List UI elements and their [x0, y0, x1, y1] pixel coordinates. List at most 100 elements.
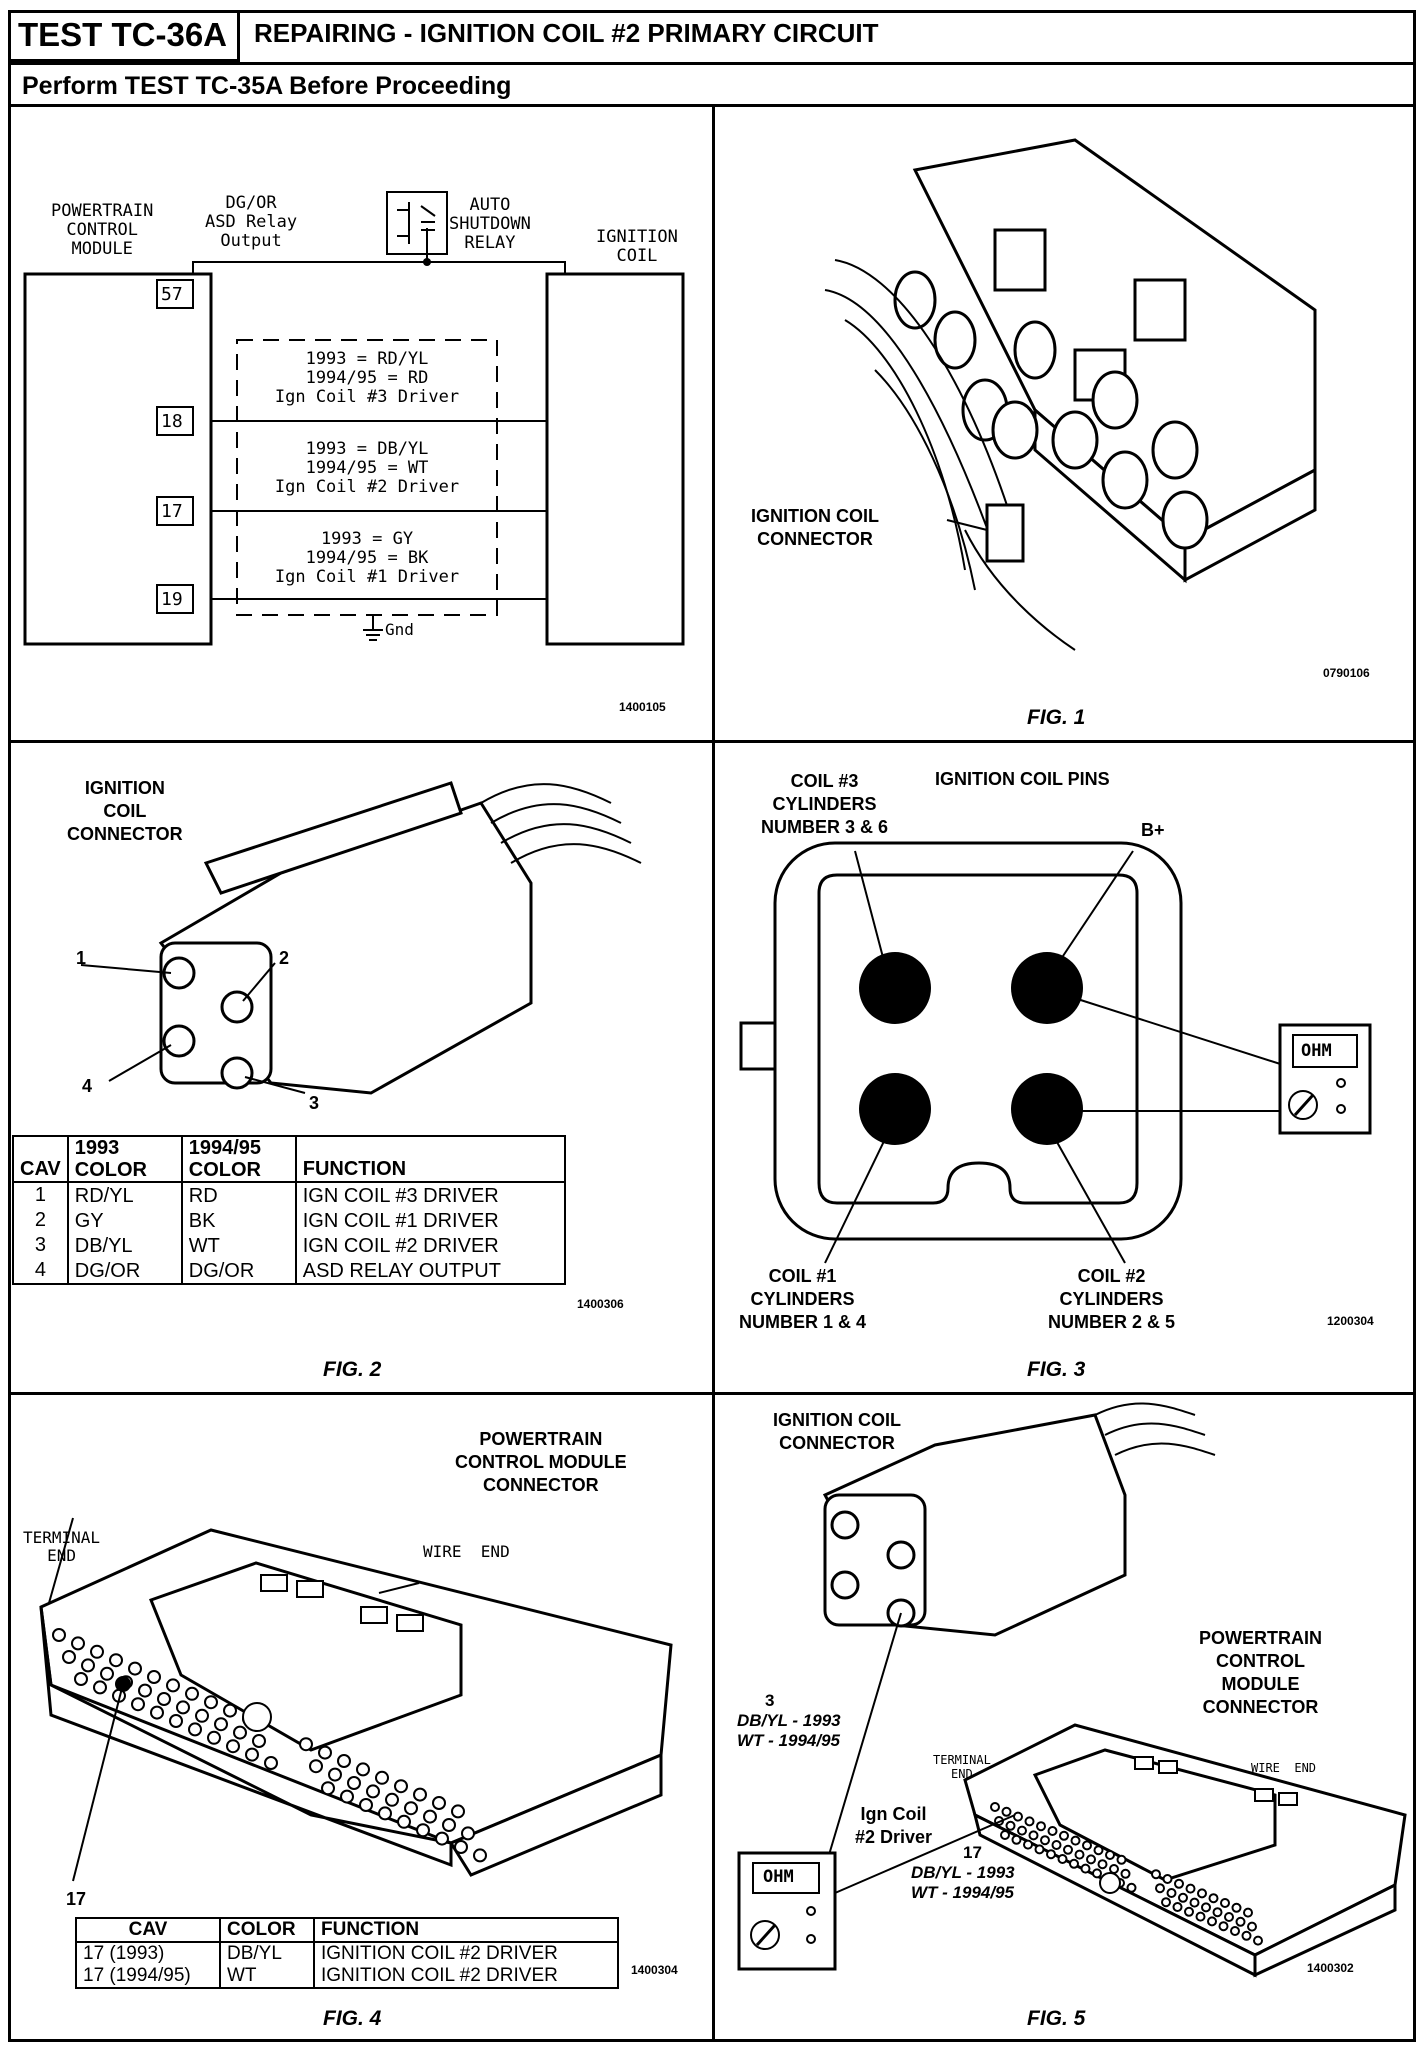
connector-cavity — [1000, 1830, 1010, 1840]
connector-cavity — [1059, 1830, 1069, 1841]
connector-cavity — [62, 1650, 76, 1664]
connector-cavity — [394, 1779, 408, 1794]
coil-connector-label: IGNITION COIL CONNECTOR — [773, 1410, 901, 1453]
connector-cavity — [328, 1767, 342, 1782]
connector-cavity — [74, 1672, 88, 1686]
connector-cavity — [356, 1762, 370, 1777]
connector-cavity — [1036, 1821, 1046, 1832]
pin-coil3 — [859, 952, 931, 1024]
fig4-panel: POWERTRAIN CONTROL MODULE CONNECTOR TERM… — [11, 1395, 711, 2040]
connector-cavity — [1105, 1850, 1115, 1860]
wire-end-label: WIRE END — [423, 1542, 510, 1561]
connector-cavity — [1063, 1844, 1073, 1855]
connector-cavity — [1166, 1888, 1177, 1898]
connector-cavity — [1024, 1816, 1035, 1827]
table-row: 2 GY BK IGN COIL #1 DRIVER — [12, 1208, 567, 1233]
connector-cavity — [1013, 1811, 1023, 1822]
pin-bplus — [1011, 952, 1083, 1024]
connector-cavity — [1195, 1911, 1206, 1922]
pin-coil1 — [859, 1073, 931, 1145]
test-lead-label: Ign Coil #2 Driver — [855, 1804, 933, 1847]
figure-ref: 1400302 — [1307, 1961, 1354, 1975]
figure-caption: FIG. 1 — [1027, 706, 1086, 729]
connector-cavity — [1069, 1858, 1079, 1869]
connector-cavity — [1162, 1874, 1173, 1884]
connector-cavity — [1047, 1826, 1058, 1836]
connector-cavity — [90, 1644, 104, 1659]
connector-cavity — [340, 1789, 354, 1804]
connector-cavity — [1243, 1907, 1253, 1918]
ignition-coil-connector-label: IGNITION COIL CONNECTOR — [751, 506, 879, 549]
bplus-label: B+ — [1141, 820, 1165, 840]
connector-cavity — [1161, 1897, 1171, 1908]
connector-cavity — [299, 1737, 313, 1752]
connector-cavity — [309, 1759, 323, 1774]
connector-cavity — [1126, 1882, 1137, 1893]
connector-cavity — [1174, 1878, 1184, 1889]
fig5-illustration — [737, 1402, 1407, 1978]
connector-cavity — [188, 1722, 202, 1737]
connector-cavity — [1057, 1854, 1068, 1864]
connector-cavity — [207, 1730, 221, 1745]
callout-4: 4 — [82, 1076, 93, 1096]
connector-cavity — [359, 1798, 373, 1812]
connector-cavity — [223, 1703, 237, 1718]
connector-cavity — [166, 1678, 180, 1693]
header-frame — [8, 10, 1416, 107]
connector-cavity — [1178, 1892, 1188, 1903]
page-subtitle: Perform TEST TC-35A Before Proceeding — [22, 72, 512, 100]
connector-cavity — [1120, 1868, 1131, 1879]
connector-cavity — [138, 1683, 152, 1698]
connector-cavity — [169, 1714, 183, 1728]
table-row: 17 (1993) DB/YL IGNITION COIL #2 DRIVER — [75, 1941, 619, 1965]
connector-cavity — [1093, 1845, 1104, 1856]
connector-cavity — [1207, 1916, 1217, 1927]
connector-cavity — [1070, 1835, 1081, 1846]
connector-cavity — [245, 1747, 259, 1762]
grid-divider-row1 — [8, 740, 1416, 743]
connector-cavity — [1017, 1825, 1027, 1836]
connector-cavity — [1224, 1912, 1234, 1922]
connector-cavity — [1082, 1840, 1092, 1851]
page-title: REPAIRING - IGNITION COIL #2 PRIMARY CIR… — [254, 18, 879, 48]
connector-cavity — [1080, 1863, 1091, 1874]
connector-cavity — [1097, 1859, 1108, 1870]
connector-cavity — [397, 1814, 411, 1829]
connector-cavity — [71, 1636, 85, 1651]
connector-cavity — [1005, 1820, 1016, 1831]
pin-19: 19 — [161, 589, 183, 610]
connector-cavity — [1212, 1907, 1223, 1918]
connector-cavity — [318, 1745, 332, 1760]
table-header-row: CAV COLOR FUNCTION — [75, 1917, 619, 1943]
relay-label: AUTO SHUTDOWN RELAY — [449, 195, 531, 253]
connector-cavity — [461, 1826, 475, 1841]
fig2-panel: IGNITION COIL CONNECTOR 1 2 3 4 CAV 1993… — [11, 743, 711, 1392]
connector-cavity — [451, 1804, 465, 1819]
connector-cavity — [1253, 1935, 1263, 1946]
wire-end-label: WIRE END — [1251, 1761, 1317, 1775]
coil-pins-title: IGNITION COIL PINS — [935, 769, 1110, 789]
callout-2: 2 — [279, 948, 290, 968]
connector-cavity — [404, 1801, 418, 1816]
connector-cavity — [473, 1848, 487, 1863]
ohmmeter-display: OHM — [1301, 1041, 1332, 1061]
connector-cavity — [442, 1818, 456, 1832]
connector-cavity — [413, 1787, 427, 1802]
connector-cavity — [1197, 1888, 1207, 1899]
connector-cavity — [195, 1708, 209, 1723]
coil-label: IGNITION COIL — [596, 227, 678, 266]
connector-cavity — [1040, 1835, 1050, 1846]
connector-cavity — [147, 1670, 161, 1684]
test-id: TEST TC-36A — [8, 10, 240, 62]
header-divider — [8, 62, 1416, 65]
connector-cavity — [423, 1809, 437, 1824]
connector-cavity — [214, 1717, 228, 1732]
pin-17-colors: DB/YL - 1993 WT - 1994/95 — [911, 1863, 1015, 1902]
connector-cavity — [226, 1739, 240, 1754]
connector-cavity — [1116, 1854, 1127, 1865]
figure-ref: 1400304 — [631, 1963, 678, 1977]
connector-cavity — [366, 1784, 380, 1799]
figure-ref: 1200304 — [1327, 1314, 1374, 1328]
connector-cavity — [185, 1686, 199, 1701]
ground-label: Gnd — [385, 620, 414, 639]
